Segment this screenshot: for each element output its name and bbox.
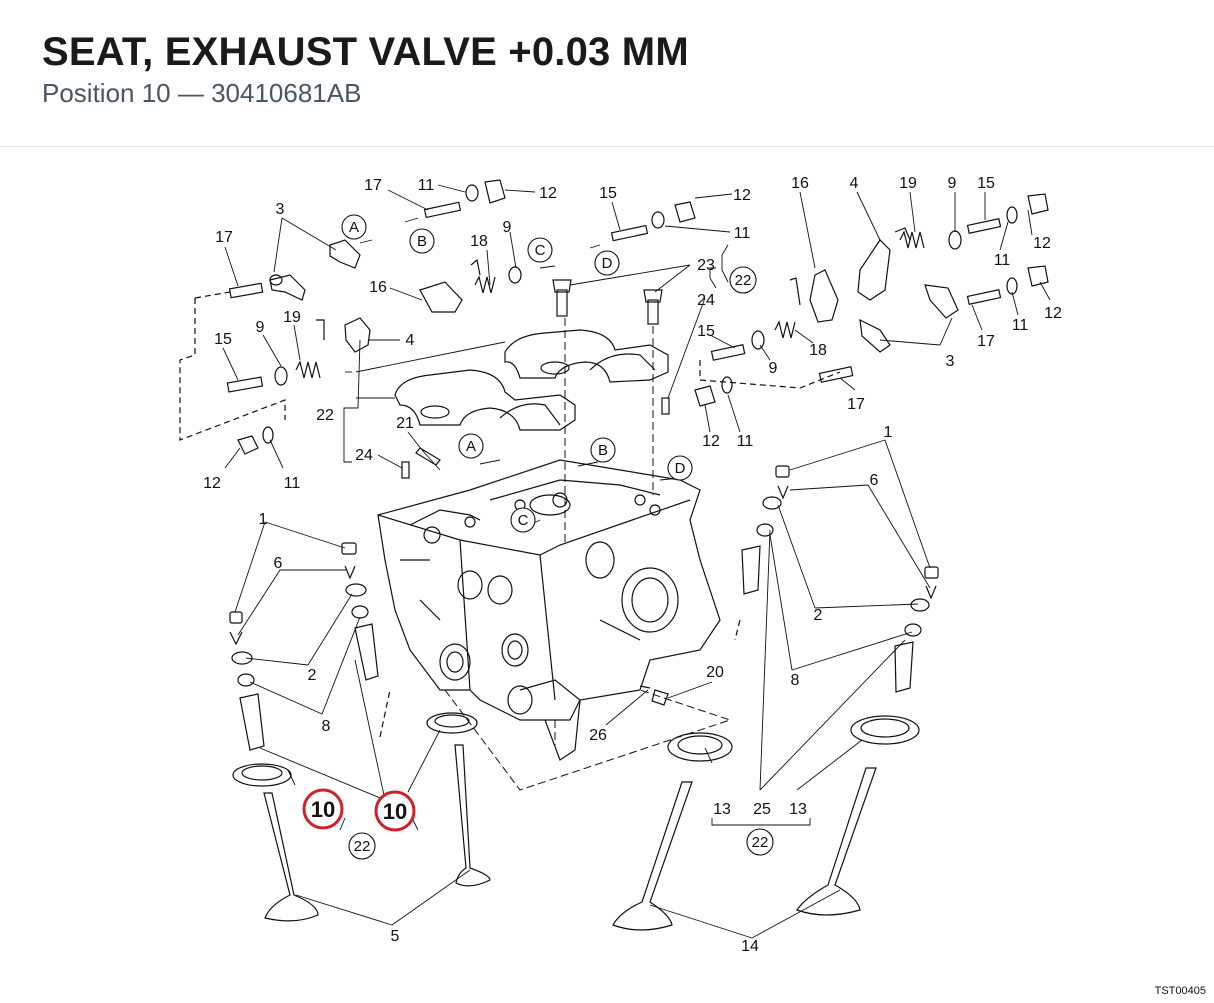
circle-callout-D: D	[594, 250, 620, 276]
svg-text:A: A	[349, 219, 359, 236]
circle-callout-C: C	[527, 237, 553, 263]
callout-16: 16	[791, 175, 809, 192]
callout-24: 24	[355, 447, 373, 464]
callout-11: 11	[994, 252, 1011, 269]
callout-12: 12	[1044, 305, 1062, 322]
circle-callout-D-body: D	[667, 455, 693, 481]
callout-14: 14	[741, 938, 759, 955]
callout-25: 25	[753, 801, 771, 818]
svg-text:D: D	[602, 255, 613, 272]
callout-11: 11	[284, 475, 301, 492]
circle-callout-B: B	[409, 228, 435, 254]
callout-12: 12	[203, 475, 221, 492]
callout-8: 8	[791, 672, 800, 689]
callout-9: 9	[503, 219, 512, 236]
page-title: SEAT, EXHAUST VALVE +0.03 MM	[42, 30, 689, 74]
callout-22: 22	[316, 407, 334, 424]
callout-17: 17	[215, 229, 233, 246]
callout-9: 9	[769, 360, 778, 377]
exploded-parts-diagram: 17 11 12 3 17 18 9 15 12 11 16 4 19 9 15…	[179, 175, 1062, 955]
callout-19: 19	[899, 175, 917, 192]
svg-text:22: 22	[354, 838, 371, 855]
svg-text:C: C	[535, 242, 546, 259]
callout-17: 17	[977, 333, 995, 350]
callout-11: 11	[418, 177, 435, 194]
callout-12: 12	[1033, 235, 1051, 252]
callout-1: 1	[884, 424, 893, 441]
svg-text:22: 22	[735, 272, 752, 289]
callout-2: 2	[308, 667, 317, 684]
callout-2: 2	[814, 607, 823, 624]
leader-lines	[222, 184, 1051, 939]
callout-5: 5	[391, 928, 400, 945]
callout-9: 9	[948, 175, 957, 192]
callout-3: 3	[276, 201, 285, 218]
callout-11: 11	[734, 225, 751, 242]
callout-15: 15	[977, 175, 995, 192]
cylinder-head	[377, 459, 721, 761]
callout-13: 13	[789, 801, 807, 818]
callout-9: 9	[256, 319, 265, 336]
callout-26: 26	[589, 727, 607, 744]
callout-19: 19	[283, 309, 301, 326]
svg-text:C: C	[518, 512, 529, 529]
callout-6: 6	[274, 555, 283, 572]
callout-3: 3	[946, 353, 955, 370]
circle-callout-A-body: A	[458, 433, 484, 459]
callout-23: 23	[697, 257, 715, 274]
callout-8: 8	[322, 718, 331, 735]
circle-callout-A: A	[341, 214, 367, 240]
callout-18: 18	[809, 342, 827, 359]
callout-12: 12	[702, 433, 720, 450]
svg-text:22: 22	[752, 834, 769, 851]
top-center-parts	[329, 179, 696, 479]
page-subtitle: Position 10 — 30410681AB	[42, 78, 362, 108]
circle-callout-22-right: 22	[746, 828, 774, 856]
circle-callout-C-body: C	[510, 507, 536, 533]
highlight-callout-10-left[interactable]: 10	[302, 788, 344, 830]
callout-17: 17	[364, 177, 382, 194]
drawing-code: TST00405	[1154, 985, 1206, 997]
highlight-callout-10-right[interactable]: 10	[374, 790, 416, 832]
callout-1: 1	[259, 511, 268, 528]
svg-text:10: 10	[383, 799, 407, 824]
camshaft-caps	[394, 329, 669, 431]
callout-6: 6	[870, 472, 879, 489]
callout-15: 15	[599, 185, 617, 202]
callout-15: 15	[214, 331, 232, 348]
svg-text:D: D	[675, 460, 686, 477]
left-valve-stack	[229, 542, 491, 922]
callout-12: 12	[539, 185, 557, 202]
callout-4: 4	[850, 175, 859, 192]
callout-17: 17	[847, 396, 865, 413]
callout-20: 20	[706, 664, 724, 681]
callout-12: 12	[733, 187, 751, 204]
callout-21: 21	[396, 415, 414, 432]
svg-text:A: A	[466, 438, 476, 455]
callout-18: 18	[470, 233, 488, 250]
callout-13: 13	[713, 801, 731, 818]
circle-callout-22-left: 22	[348, 832, 376, 860]
dashed-guides	[444, 318, 732, 791]
callout-15: 15	[697, 323, 715, 340]
svg-text:B: B	[417, 233, 427, 250]
circle-callout-B-body: B	[590, 437, 616, 463]
svg-text:B: B	[598, 442, 608, 459]
right-valve-stack	[612, 465, 939, 931]
svg-text:10: 10	[311, 797, 335, 822]
callout-16: 16	[369, 279, 387, 296]
callout-11: 11	[737, 433, 754, 450]
callout-24: 24	[697, 292, 715, 309]
circle-callout-22-top: 22	[729, 266, 757, 294]
callout-11: 11	[1012, 317, 1029, 334]
callout-4: 4	[406, 332, 415, 349]
page-header: SEAT, EXHAUST VALVE +0.03 MM Position 10…	[0, 0, 1214, 147]
left-valve-train	[179, 274, 371, 455]
